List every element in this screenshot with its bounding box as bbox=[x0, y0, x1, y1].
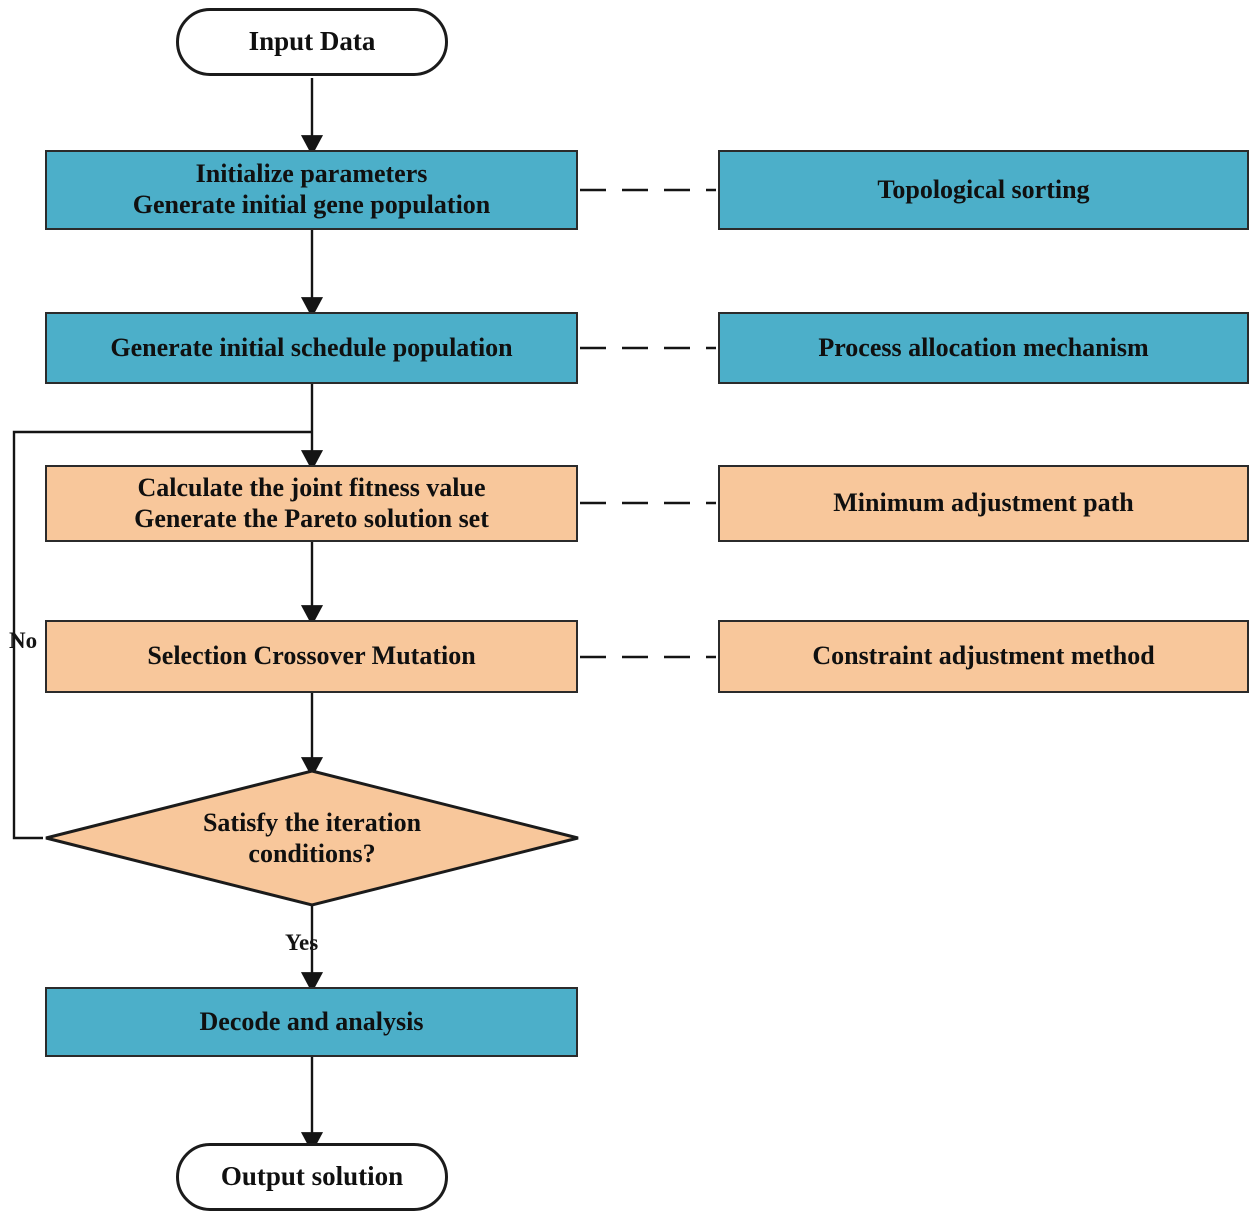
node-selection-crossover-mutation-label: Selection Crossover Mutation bbox=[147, 641, 476, 671]
node-decode-and-analysis[interactable]: Decode and analysis bbox=[45, 987, 578, 1057]
node-input-data[interactable]: Input Data bbox=[176, 8, 448, 76]
node-output-solution-label: Output solution bbox=[220, 1161, 404, 1192]
node-initialize-parameters-label: Initialize parameters Generate initial g… bbox=[132, 159, 491, 219]
decision-diamond-shape bbox=[45, 769, 579, 907]
node-process-allocation-mechanism[interactable]: Process allocation mechanism bbox=[718, 312, 1249, 384]
edge-label-no: No bbox=[9, 628, 38, 653]
node-minimum-adjustment-path[interactable]: Minimum adjustment path bbox=[718, 465, 1249, 542]
node-generate-schedule-population-label: Generate initial schedule population bbox=[110, 332, 513, 362]
node-initialize-parameters[interactable]: Initialize parameters Generate initial g… bbox=[45, 150, 578, 230]
node-output-solution[interactable]: Output solution bbox=[176, 1143, 448, 1211]
node-decision-label: Satisfy the iteration conditions? bbox=[202, 807, 422, 868]
node-input-data-label: Input Data bbox=[248, 26, 376, 57]
node-decode-and-analysis-label: Decode and analysis bbox=[199, 1006, 424, 1036]
node-decision-satisfy-iteration[interactable]: Satisfy the iteration conditions? bbox=[43, 768, 581, 908]
node-process-allocation-mechanism-label: Process allocation mechanism bbox=[818, 332, 1149, 362]
node-selection-crossover-mutation[interactable]: Selection Crossover Mutation bbox=[45, 620, 578, 693]
edge-label-yes: Yes bbox=[285, 930, 319, 955]
node-generate-schedule-population[interactable]: Generate initial schedule population bbox=[45, 312, 578, 384]
node-constraint-adjustment-method-label: Constraint adjustment method bbox=[812, 641, 1155, 671]
node-topological-sorting-label: Topological sorting bbox=[877, 174, 1090, 204]
node-calculate-fitness-label: Calculate the joint fitness value Genera… bbox=[134, 472, 489, 533]
node-topological-sorting[interactable]: Topological sorting bbox=[718, 150, 1249, 230]
node-constraint-adjustment-method[interactable]: Constraint adjustment method bbox=[718, 620, 1249, 693]
node-minimum-adjustment-path-label: Minimum adjustment path bbox=[833, 488, 1134, 518]
node-calculate-fitness[interactable]: Calculate the joint fitness value Genera… bbox=[45, 465, 578, 542]
